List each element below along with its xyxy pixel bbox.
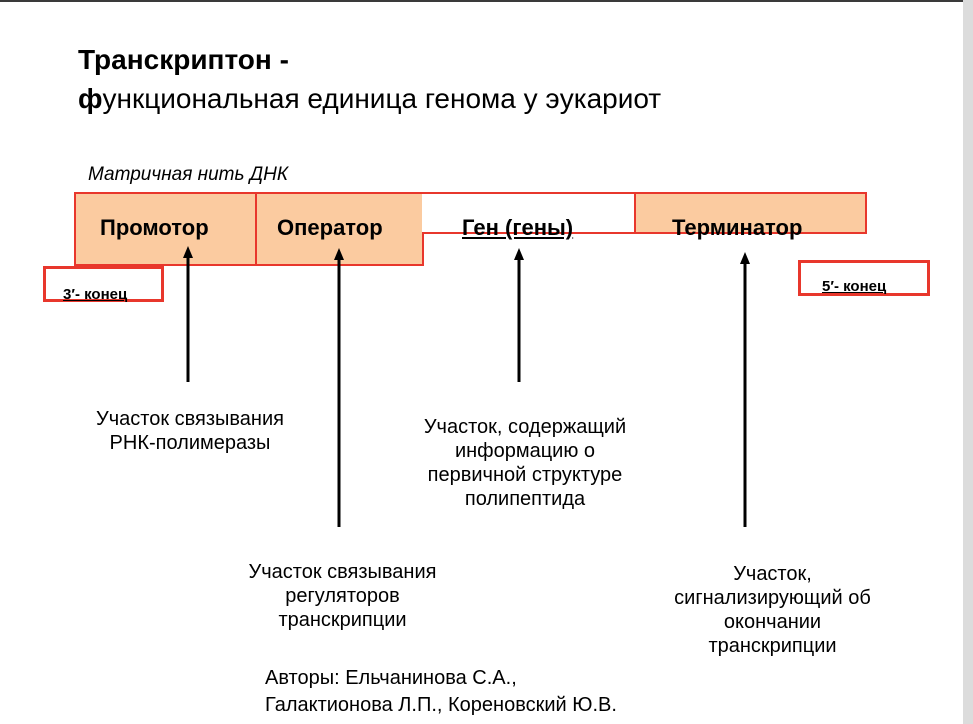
promoter-description: Участок связывания РНК-полимеразы (70, 407, 310, 455)
description-line: Участок, содержащий (423, 416, 627, 438)
description-line: окончании (723, 611, 822, 633)
authors: Авторы: Ельчанинова С.А., Галактионова Л… (265, 665, 617, 719)
side-strip (963, 0, 973, 724)
slide-title: Транскриптон - (78, 44, 289, 75)
three-prime-end-label: 3′- конец (63, 286, 128, 303)
strand-label: Матричная нить ДНК (88, 164, 289, 185)
gene-arrow (514, 248, 524, 382)
gene-label: Ген (гены) (462, 215, 574, 240)
description-line: транскрипции (278, 609, 407, 631)
description-line: РНК-полимеразы (109, 432, 271, 454)
description-line: сигнализирующий об (674, 587, 871, 609)
description-line: информацию о (454, 440, 596, 462)
subtitle-rest: ункциональная единица генома у эукариот (102, 83, 662, 114)
description-line: регуляторов (285, 585, 400, 607)
gene-description: Участок, содержащий информацию о первичн… (395, 415, 655, 511)
promoter-label: Промотор (100, 215, 209, 240)
terminator-arrow (740, 252, 750, 527)
description-line: Участок связывания (248, 561, 437, 583)
terminator-label: Терминатор (672, 215, 803, 240)
gene-segment: Ген (гены) (422, 192, 636, 240)
description-line: первичной структуре (427, 464, 623, 486)
description-line: Участок, (733, 563, 812, 585)
authors-line: Галактионова Л.П., Кореновский Ю.В. (265, 694, 617, 716)
promoter-segment: Промотор (74, 192, 257, 266)
five-prime-end-box: 5′- конец (798, 260, 930, 296)
authors-line: Авторы: Ельчанинова С.А., (265, 667, 517, 689)
description-line: полипептида (464, 488, 586, 510)
terminator-segment: Терминатор (634, 192, 867, 240)
description-line: транскрипции (708, 635, 837, 657)
description-line: Участок связывания (96, 408, 284, 430)
operator-description: Участок связывания регуляторов транскрип… (220, 560, 465, 632)
subtitle-first-letter: ф (78, 83, 103, 114)
terminator-description: Участок, сигнализирующий об окончании тр… (640, 562, 905, 658)
three-prime-end-box: 3′- конец (43, 266, 164, 303)
five-prime-end-label: 5′- конец (822, 278, 887, 295)
promoter-arrow (183, 246, 193, 382)
operator-label: Оператор (277, 215, 383, 240)
slide-subtitle: функциональная единица генома у эукариот (78, 83, 661, 115)
top-border (0, 0, 963, 2)
operator-arrow (334, 248, 344, 527)
